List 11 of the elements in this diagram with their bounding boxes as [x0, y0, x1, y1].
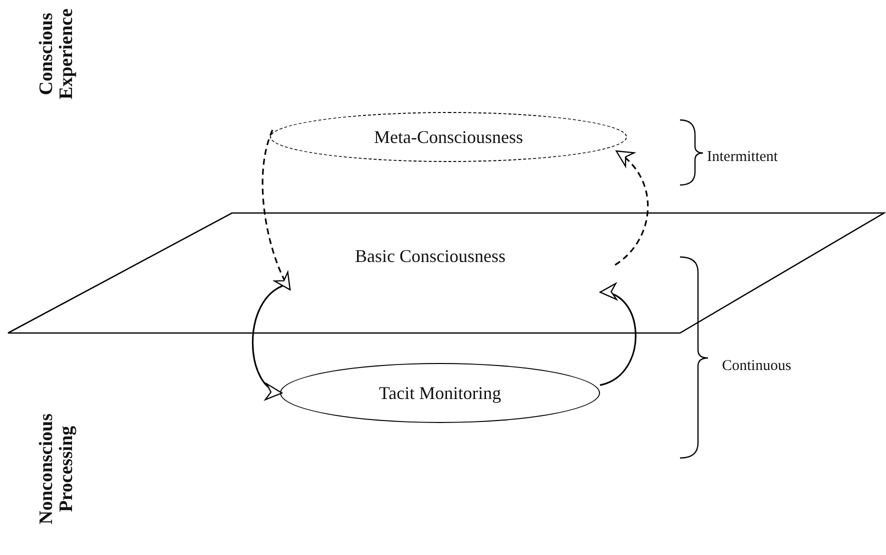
ellipse-node: [280, 363, 600, 423]
node-label: Meta-Consciousness: [374, 126, 523, 148]
axis-label: Nonconscious Processing: [37, 412, 77, 526]
range-label: Continuous: [722, 358, 792, 375]
range-label: Intermittent: [707, 149, 778, 166]
node-label: Tacit Monitoring: [378, 382, 502, 404]
curved-arrow: [262, 130, 291, 290]
curved-arrow: [614, 150, 649, 266]
node-label: Basic Consciousness: [355, 246, 506, 267]
ellipse-node: [270, 112, 627, 162]
axis-label: Conscious Experience: [37, 8, 77, 102]
